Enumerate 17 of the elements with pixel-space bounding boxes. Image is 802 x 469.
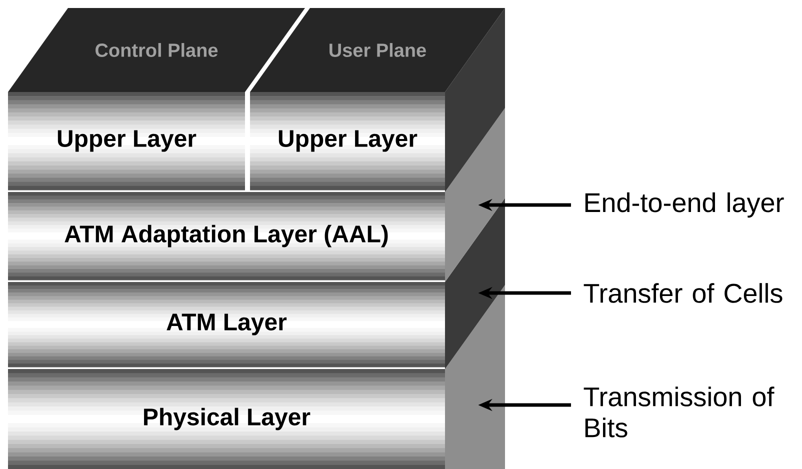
layer-description: End-to-end layer [585, 192, 784, 218]
top-face: Control Plane [8, 8, 305, 92]
layer-description: Transfer of Cells [584, 283, 782, 303]
layer-block: ATM Layer [8, 282, 505, 369]
layer-block: ATM Adaptation Layer (AAL) [8, 192, 505, 282]
node-label: User Plane [330, 43, 426, 57]
node-label: Upper Layer [58, 130, 196, 152]
node-label: ATM Layer [166, 314, 287, 336]
top-face: User Plane [250, 8, 505, 92]
layer-description: Transmission of Bits [584, 386, 774, 438]
layer-block: Upper Layer [8, 92, 245, 190]
layer-block: Physical Layer [8, 369, 505, 469]
node-label: Physical Layer [144, 408, 310, 430]
layer-block: Upper Layer [250, 92, 505, 192]
node-label: Upper Layer [278, 130, 418, 152]
node-label: Control Plane [96, 43, 218, 57]
node-label: ATM Adaptation Layer (AAL) [64, 224, 388, 248]
